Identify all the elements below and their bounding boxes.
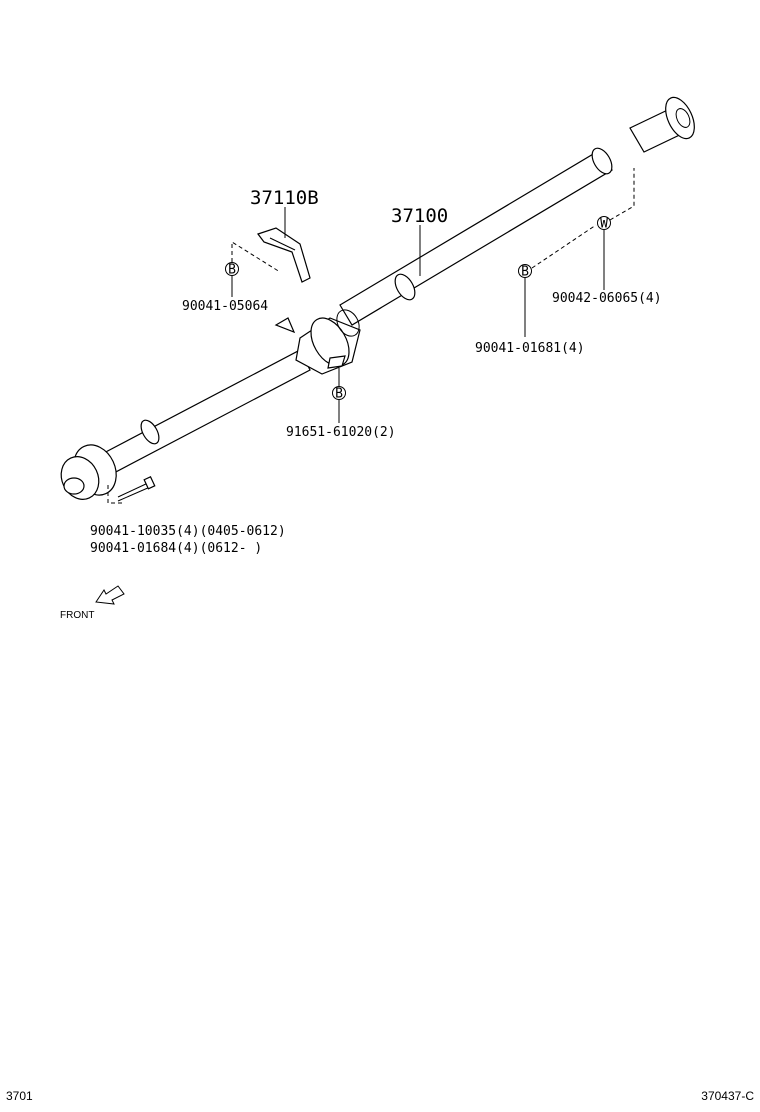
label-90041-01681: 90041-01681(4) bbox=[475, 341, 585, 356]
label-90041-05064: 90041-05064 bbox=[182, 299, 268, 314]
callout-b-rear: B bbox=[518, 264, 532, 280]
svg-text:B: B bbox=[335, 387, 343, 402]
callout-w-rear: W bbox=[597, 216, 611, 232]
front-arrow-icon bbox=[95, 585, 125, 605]
bracket-37110b bbox=[257, 227, 311, 283]
bolt-front-joint bbox=[117, 475, 156, 502]
svg-text:B: B bbox=[521, 265, 529, 280]
callout-b-bracket: B bbox=[225, 262, 239, 278]
callout-b-center: B bbox=[332, 386, 346, 402]
svg-text:B: B bbox=[228, 263, 236, 278]
footer-diagram-code: 370437-C bbox=[701, 1089, 754, 1103]
label-37110b: 37110B bbox=[250, 187, 319, 209]
footer-page-code: 3701 bbox=[6, 1089, 33, 1103]
label-37100: 37100 bbox=[391, 205, 448, 227]
label-91651-61020: 91651-61020(2) bbox=[286, 425, 396, 440]
label-90041-01684: 90041-01684(4)(0612- ) bbox=[90, 541, 262, 556]
front-label: FRONT bbox=[60, 610, 94, 621]
label-90042-06065: 90042-06065(4) bbox=[552, 291, 662, 306]
label-90041-10035: 90041-10035(4)(0405-0612) bbox=[90, 524, 286, 539]
propeller-shaft-37100 bbox=[60, 96, 695, 500]
svg-text:W: W bbox=[600, 217, 608, 232]
leader-lines bbox=[107, 168, 635, 504]
